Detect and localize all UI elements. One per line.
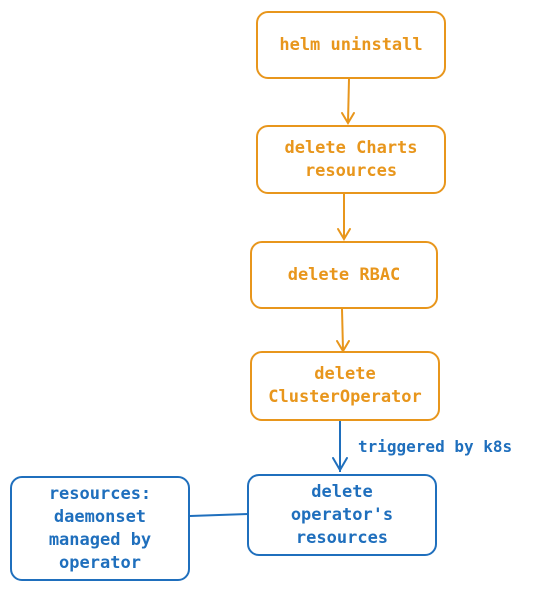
arrow-rbac-to-clusteroperator [341,308,344,351]
arrow-helm-to-charts [347,78,350,123]
node-daemonset-resources: resources: daemonset managed by operator [10,476,190,581]
node-delete-clusteroperator: delete ClusterOperator [250,351,440,421]
node-delete-operator-resources: delete operator's resources [247,474,437,556]
edge-label-triggered-by-k8s: triggered by k8s [358,437,513,456]
link-operator-resources-to-daemonset [189,513,249,517]
node-delete-charts-resources: delete Charts resources [256,125,446,194]
node-delete-rbac: delete RBAC [250,241,438,309]
node-helm-uninstall: helm uninstall [256,11,446,79]
arrowhead-clusteroperator-to-operator-resources [332,457,348,472]
arrowhead-helm-to-charts [341,112,355,125]
arrowhead-charts-to-rbac [337,228,351,241]
